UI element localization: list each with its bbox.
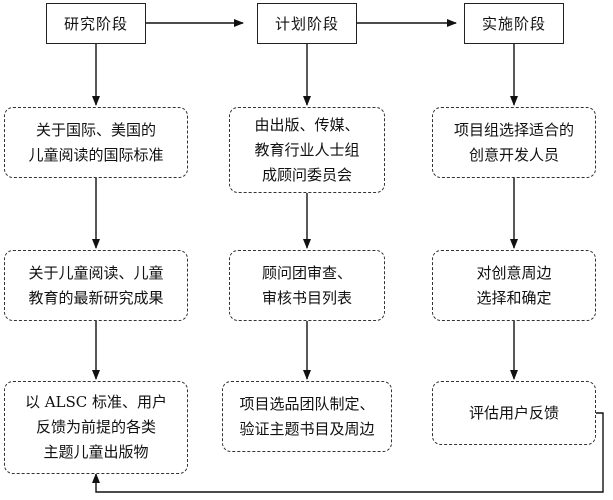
planning-step-selection-team: 项目选品团队制定、 验证主题书目及周边: [222, 381, 392, 452]
step-line: 关于儿童阅读、儿童: [28, 263, 164, 282]
step-line: 反馈为前提的各类: [35, 418, 156, 436]
step-line: 评估用户反馈: [468, 403, 559, 422]
step-line: 主题儿童出版物: [43, 443, 149, 461]
step-line: 项目组选择适合的: [453, 120, 574, 139]
step-line: 教育行业人士组: [254, 140, 360, 159]
step-line: 教育的最新研究成果: [28, 288, 164, 307]
stage-header-research: 研究阶段: [46, 3, 146, 44]
step-line: 以 ALSC 标准、用户: [24, 393, 168, 411]
step-line: 成顾问委员会: [261, 165, 352, 184]
research-step-themed-publications: 以 ALSC 标准、用户 反馈为前提的各类 主题儿童出版物: [4, 381, 188, 474]
research-step-latest-research: 关于儿童阅读、儿童 教育的最新研究成果: [4, 250, 188, 321]
planning-step-advisory-committee: 由出版、传媒、 教育行业人士组 成顾问委员会: [229, 107, 385, 193]
step-line: 顾问团审查、: [261, 263, 352, 282]
implementation-step-select-developers: 项目组选择适合的 创意开发人员: [432, 107, 596, 178]
stage-header-planning: 计划阶段: [257, 3, 357, 44]
research-step-international-standards: 关于国际、美国的 儿童阅读的国际标准: [4, 107, 188, 178]
stage-header-implementation: 实施阶段: [464, 3, 564, 44]
step-line: 审核书目列表: [261, 288, 352, 307]
implementation-step-evaluate-feedback: 评估用户反馈: [432, 381, 596, 445]
step-line: 儿童阅读的国际标准: [28, 145, 164, 164]
planning-step-review-booklist: 顾问团审查、 审核书目列表: [229, 250, 385, 321]
step-line: 由出版、传媒、: [254, 115, 360, 134]
step-line: 项目选品团队制定、: [239, 394, 375, 413]
arrow-feedback-loop: [92, 412, 604, 493]
step-line: 选择和确定: [476, 288, 552, 307]
step-line: 验证主题书目及周边: [239, 419, 375, 438]
implementation-step-confirm-merchandise: 对创意周边 选择和确定: [432, 250, 596, 321]
step-line: 创意开发人员: [468, 145, 559, 164]
step-line: 关于国际、美国的: [35, 120, 156, 139]
step-line: 对创意周边: [476, 263, 552, 282]
